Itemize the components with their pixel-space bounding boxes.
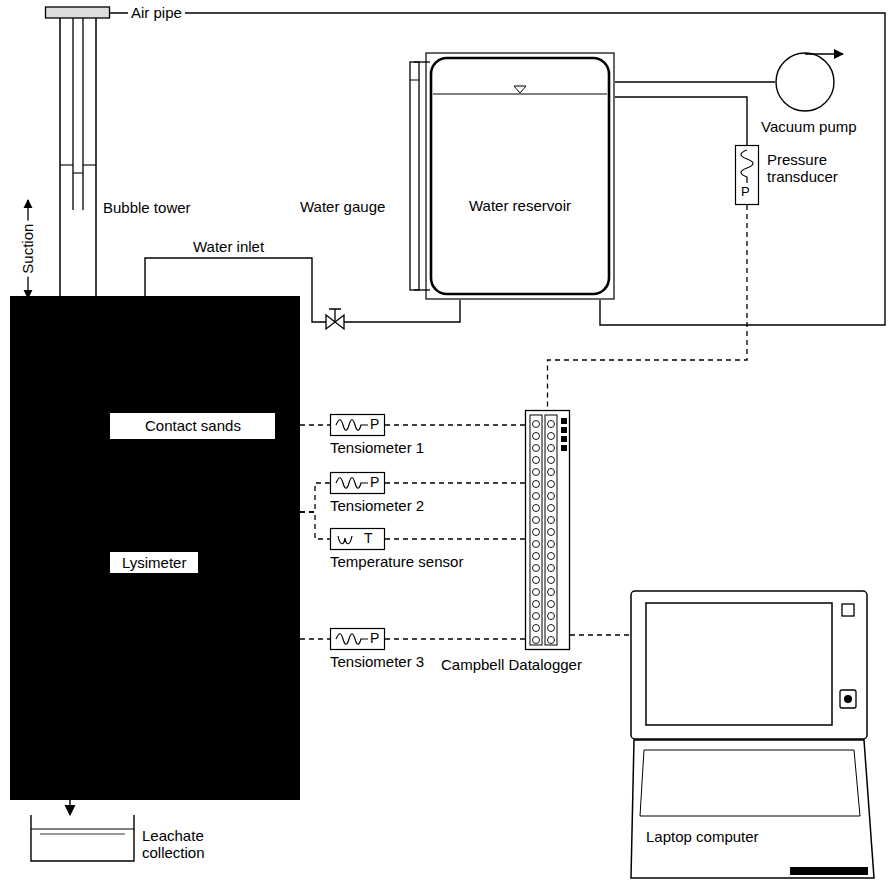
node-label: Vacuum pump [761,118,857,135]
symbol-letter: P [370,416,379,432]
vacuum-pump: Vacuum pump [775,52,835,112]
vacuum-pump-outline [775,52,835,112]
temperature-sensor-outline [330,528,385,550]
node-label: Campbell Datalogger [441,656,582,673]
pressure-transducer: PPressure transducer [735,145,759,205]
node-label: Contact sands [145,417,241,434]
gauge-level [410,80,419,81]
signal-cable [300,424,330,425]
valve-stem [334,309,335,322]
symbol-letter: T [364,530,373,546]
node-label: Temperature sensor [330,553,463,570]
tensiometer: PTensiometer 3 [330,628,385,650]
signal-cable [300,483,330,512]
gauge-connector [414,289,430,290]
tensiometer: PTensiometer 2 [330,472,385,494]
node-label: Laptop computer [646,828,759,845]
signal-cable [385,482,525,483]
pipe-line [615,97,747,145]
symbol-letter: P [741,185,750,200]
node-label: Bubble tower [103,199,191,216]
pipe-label: Air pipe [128,4,185,21]
bubble-tower-outline [45,5,110,296]
pipe-line [69,800,70,815]
gauge-connector [414,61,430,62]
datalogger: Campbell Datalogger [525,410,570,650]
signal-cable [300,512,330,539]
node-label: Tensiometer 1 [330,439,424,456]
laptop-computer: Laptop computer [630,590,875,880]
bubble-tower: Bubble tower [45,5,110,296]
node-label: Pressure transducer [767,151,849,186]
signal-cable [385,638,525,639]
tensiometer: PTensiometer 1 [330,414,385,436]
temperature-sensor: TTemperature sensor [330,528,385,550]
node-label: Tensiometer 2 [330,497,424,514]
leachate-container: Leachate collection [30,815,135,862]
leachate-container-outline [30,815,135,862]
datalogger-outline [525,410,570,650]
signal-cable [385,424,525,425]
water-gauge-tube [410,62,419,290]
node-label: Leachate collection [142,827,222,862]
water-gauge-label: Water gauge [300,198,385,215]
pipe-line [615,81,775,82]
water-reservoir-outline [425,52,615,300]
signal-cable [385,538,525,539]
pipe-label: Water inlet [190,238,267,255]
node-label: Lysimeter [110,552,198,573]
suction-label: Suction [19,221,36,277]
water-reservoir: Water reservoir [425,52,615,300]
contact-sands-box: Contact sands [110,413,275,439]
signal-cable [570,634,630,635]
node-label: Tensiometer 3 [330,653,424,670]
node-label: Water reservoir [469,197,571,214]
symbol-letter: P [370,474,379,490]
valve-handle [329,308,341,310]
symbol-letter: P [370,630,379,646]
signal-cable [300,638,330,639]
pipe-line [110,13,885,325]
lysimeter-block: Lysimeter Contact sands [10,296,300,800]
